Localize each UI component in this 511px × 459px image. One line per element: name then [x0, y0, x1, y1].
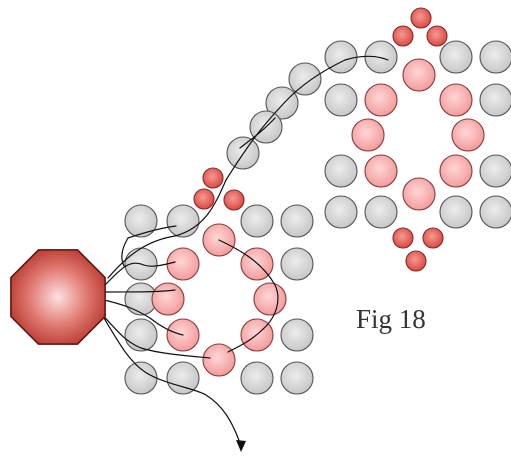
gray-bead: [280, 204, 314, 238]
pink-bead: [364, 154, 398, 188]
gray-bead: [124, 204, 158, 238]
gray-bead: [240, 204, 274, 238]
pink-bead: [151, 282, 185, 316]
thread-line: [127, 225, 177, 239]
pink-bead: [402, 177, 436, 211]
gray-bead: [280, 318, 314, 352]
thread-line: [107, 55, 389, 279]
gray-bead: [479, 195, 511, 229]
gray-bead: [364, 195, 398, 229]
gray-bead: [240, 361, 274, 395]
gray-bead: [280, 247, 314, 281]
pink-bead: [402, 58, 436, 92]
gray-bead: [439, 40, 473, 74]
center-layer: [10, 249, 106, 345]
pink-bead: [351, 118, 385, 152]
gray-bead: [324, 83, 358, 117]
thread-line: [99, 311, 211, 359]
red-bead: [392, 25, 414, 47]
gray-bead: [288, 62, 322, 96]
pink-bead: [364, 83, 398, 117]
gray-bead: [479, 154, 511, 188]
pink-bead: [439, 83, 473, 117]
gray-bead: [324, 154, 358, 188]
pink-bead: [451, 118, 485, 152]
gray-bead: [166, 204, 200, 238]
gray-bead: [479, 40, 511, 74]
thread-line: [103, 289, 176, 293]
gray-bead: [265, 86, 299, 120]
thread-line: [121, 237, 129, 267]
red-bead: [223, 189, 245, 211]
gray-bead: [439, 195, 473, 229]
thread-line: [103, 299, 184, 336]
gray-bead: [124, 361, 158, 395]
red-bead: [202, 167, 224, 189]
gray-bead: [280, 361, 314, 395]
red-bead: [405, 250, 427, 272]
pink-bead: [166, 247, 200, 281]
thread-line: [103, 261, 176, 287]
thread-line: [239, 117, 276, 149]
gray-bead: [364, 40, 398, 74]
gray-bead: [166, 361, 200, 395]
thread-line: [218, 239, 279, 353]
red-bead: [193, 188, 215, 210]
red-bead: [392, 227, 414, 249]
arrowhead-icon: [236, 440, 246, 452]
octagon-bead-icon: [10, 249, 106, 345]
pink-bead: [253, 282, 287, 316]
red-bead: [410, 7, 432, 29]
pink-bead: [439, 154, 473, 188]
figure-label: Fig 18: [356, 304, 426, 334]
pink-bead: [202, 343, 236, 377]
gray-bead: [324, 195, 358, 229]
red-bead: [426, 25, 448, 47]
threads-layer: [99, 55, 389, 452]
thread-line: [103, 317, 242, 447]
gray-bead: [479, 83, 511, 117]
red-bead: [422, 227, 444, 249]
gray-bead: [124, 318, 158, 352]
beads-layer: [124, 7, 511, 395]
